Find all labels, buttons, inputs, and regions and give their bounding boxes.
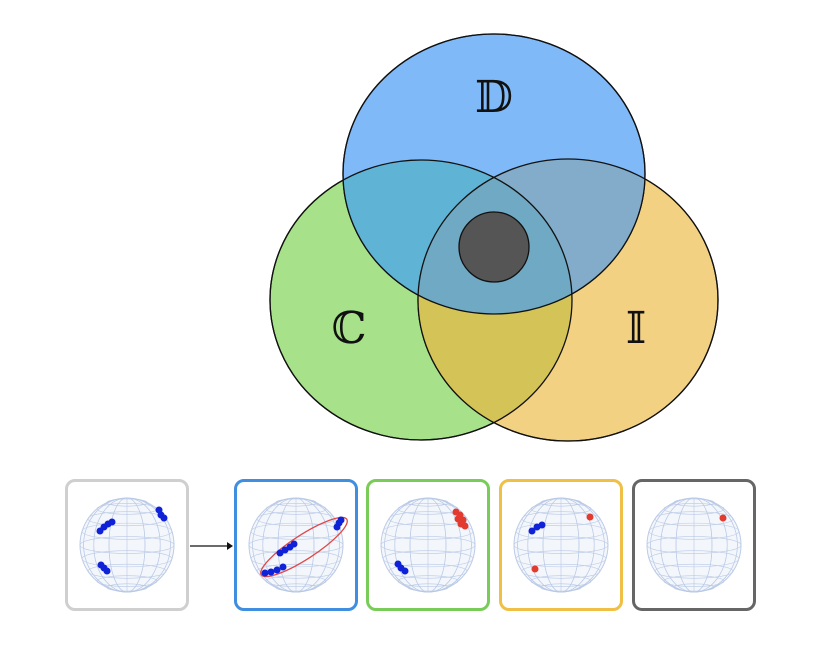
point — [337, 516, 345, 524]
panel-input — [65, 479, 189, 611]
panel-c — [366, 479, 490, 611]
point — [273, 566, 281, 574]
sphere-c — [380, 497, 476, 593]
point — [538, 521, 546, 529]
sphere-d — [248, 497, 348, 593]
arrow — [190, 542, 233, 550]
center-circle — [458, 211, 530, 283]
point — [267, 568, 275, 576]
panel-all — [632, 479, 756, 611]
label-i: 𝕀 — [626, 303, 647, 354]
point — [103, 567, 111, 575]
point — [531, 565, 539, 573]
venn-diagram: 𝔻 ℂ 𝕀 — [269, 33, 719, 442]
sphere-i — [513, 497, 609, 593]
point — [108, 518, 116, 526]
label-c: ℂ — [331, 303, 366, 354]
point — [401, 567, 409, 575]
point — [279, 563, 287, 571]
wireframe-sphere — [646, 497, 742, 593]
wireframe-sphere — [513, 497, 609, 593]
fit-ellipse — [260, 516, 348, 578]
point — [461, 522, 469, 530]
sphere-input — [79, 497, 175, 593]
point — [160, 514, 168, 522]
point — [261, 569, 269, 577]
point — [528, 527, 536, 535]
point — [719, 514, 727, 522]
panel-d — [234, 479, 358, 611]
sphere-all — [646, 497, 742, 593]
label-d: 𝔻 — [475, 72, 513, 123]
panel-i — [499, 479, 623, 611]
point — [586, 513, 594, 521]
point — [290, 540, 298, 548]
